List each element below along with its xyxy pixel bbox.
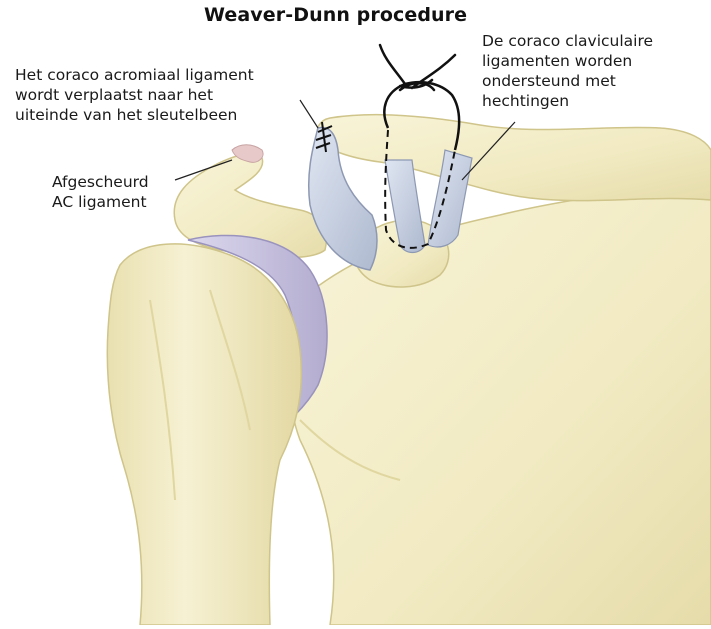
label-line: wordt verplaatst naar het [15,85,254,105]
label-line: ondersteund met [482,71,653,91]
humerus [107,244,301,625]
label-line: ligamenten worden [482,51,653,71]
label-line: uiteinde van het sleutelbeen [15,105,254,125]
label-line: hechtingen [482,91,653,111]
label-line: Het coraco acromiaal ligament [15,65,254,85]
leader-acromiaal [300,100,318,128]
diagram-title: Weaver-Dunn procedure [204,4,467,26]
label-line: Afgescheurd [52,172,149,192]
label-coraco-acromiaal: Het coraco acromiaal ligament wordt verp… [15,65,254,125]
label-afgescheurd-ac: Afgescheurd AC ligament [52,172,149,212]
clavicle [317,115,711,201]
label-line: AC ligament [52,192,149,212]
suture-knot [380,45,455,90]
label-line: De coraco claviculaire [482,31,653,51]
label-coraco-claviculaire: De coraco claviculaire ligamenten worden… [482,31,653,111]
